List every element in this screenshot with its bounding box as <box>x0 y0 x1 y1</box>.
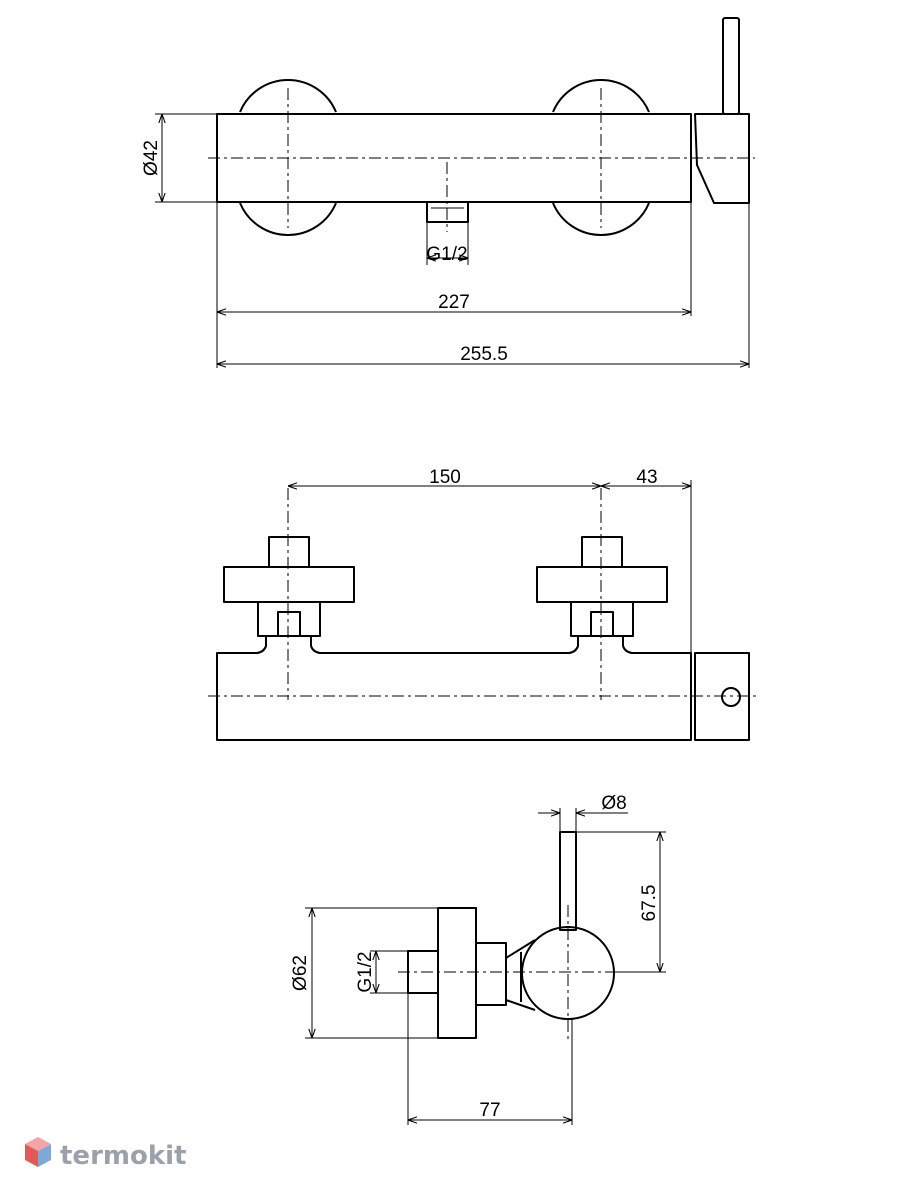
hexagon-cube-icon <box>25 1137 51 1167</box>
dim-label-diameter: Ø42 <box>141 140 162 176</box>
front-nut-left <box>268 536 310 568</box>
front-view: 150 43 <box>208 467 760 741</box>
side-transition <box>505 939 536 1011</box>
top-wall-disc-right-upper <box>552 79 650 113</box>
top-outlet <box>426 202 469 223</box>
front-handle-hole <box>721 687 741 707</box>
front-eccentric-right <box>570 601 634 637</box>
dim-label-lever-height: 67.5 <box>639 885 660 922</box>
front-pipe-right <box>590 611 614 637</box>
front-pipe-left <box>277 611 301 637</box>
front-flange-right <box>536 566 668 603</box>
side-eccentric <box>475 942 507 1006</box>
top-handle-cap <box>694 113 750 204</box>
top-wall-disc-left-lower <box>239 202 337 236</box>
side-handle-body <box>521 926 615 1020</box>
dim-label-side-thread: G1/2 <box>355 951 376 992</box>
top-view: Ø42 G1/2 227 255.5 <box>141 17 755 368</box>
dim-label-flange: Ø62 <box>290 955 311 991</box>
dim-label-43: 43 <box>636 467 657 488</box>
dim-label-150: 150 <box>429 467 461 488</box>
front-flange-left <box>223 566 355 603</box>
top-wall-disc-left-upper <box>239 79 337 113</box>
top-wall-disc-right-lower <box>552 202 650 236</box>
dim-label-thread: G1/2 <box>426 244 467 265</box>
side-view: Ø8 67.5 Ø62 G1/2 77 <box>290 793 666 1125</box>
dim-label-227: 227 <box>438 292 470 313</box>
top-lever <box>722 17 740 115</box>
dim-label-lever: Ø8 <box>601 793 626 814</box>
logo-text: termokit <box>60 1141 186 1171</box>
termokit-logo: termokit <box>25 1137 186 1171</box>
dim-label-255: 255.5 <box>460 344 508 365</box>
side-flange <box>437 907 477 1039</box>
front-eccentric-left <box>257 601 321 637</box>
front-body <box>216 635 692 741</box>
dim-label-depth: 77 <box>479 1100 500 1121</box>
front-nut-right <box>581 536 623 568</box>
